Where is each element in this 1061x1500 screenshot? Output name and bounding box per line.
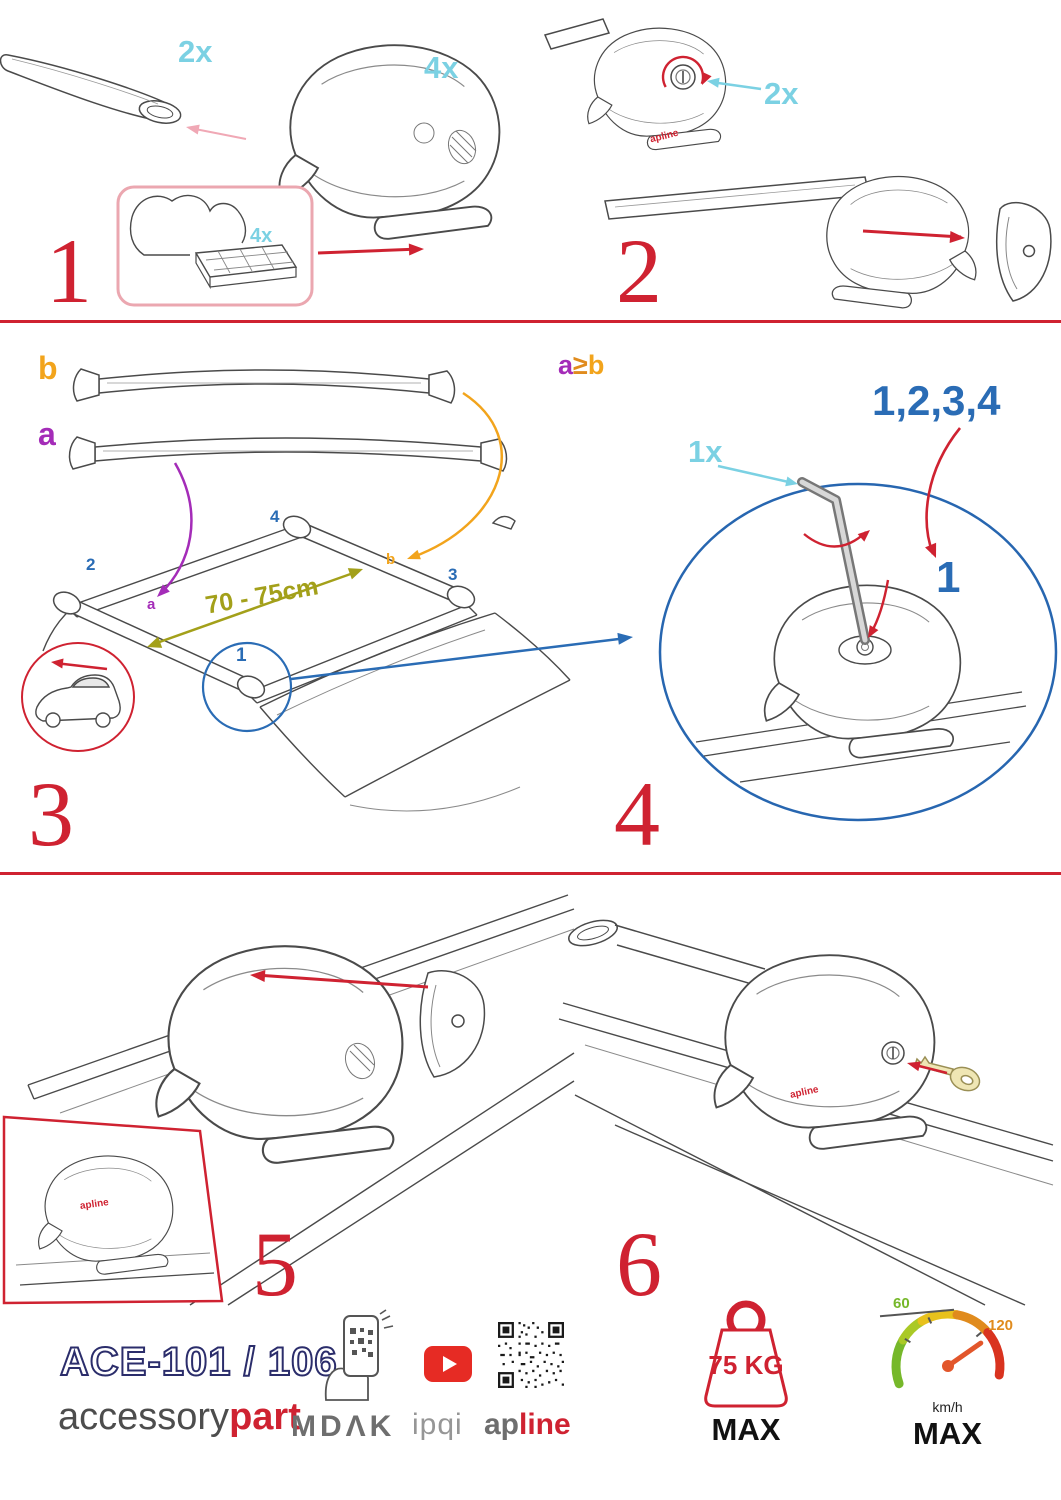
- step2-illustration: [543, 18, 1052, 309]
- red-rotate-arrow: [803, 530, 870, 548]
- crossbar-icon: [0, 54, 182, 124]
- weight-max-label: MAX: [711, 1412, 781, 1447]
- brand-wordmark: accessorypart: [58, 1398, 301, 1436]
- position-3: 3: [448, 565, 458, 584]
- cover-piece: [419, 970, 486, 1078]
- position-b: b: [386, 551, 396, 568]
- rule-b: b: [587, 350, 605, 380]
- bar-stub: [543, 18, 611, 50]
- apline-red: line: [519, 1408, 571, 1441]
- apline-logo: apline: [484, 1410, 571, 1440]
- speed-unit-label: km/h: [932, 1399, 963, 1415]
- qr-code-icon: [498, 1322, 564, 1388]
- red-arrow: [250, 970, 429, 989]
- blue-arrow: [290, 632, 633, 681]
- weight-limit: 75 KG: [708, 1350, 784, 1380]
- crossbar-icon: [604, 176, 870, 220]
- red-down-arrow: [868, 579, 890, 638]
- foot-icon: [587, 27, 727, 151]
- tighten-sequence: 1,2,3,4: [872, 377, 1001, 424]
- brand-gray: accessory: [58, 1396, 230, 1438]
- step4-key-qty: 1x: [688, 434, 723, 469]
- position-1: 1: [236, 645, 247, 666]
- car-direction-inset: [21, 642, 135, 752]
- section-divider: [0, 320, 1061, 323]
- sequence-first: 1: [936, 553, 961, 602]
- purple-arrow: [157, 462, 193, 597]
- speed-max-label: MAX: [913, 1416, 982, 1451]
- step3-illustration: [21, 368, 633, 812]
- model-number: ACE-101 / 106: [59, 1340, 338, 1384]
- step3-number: 3: [28, 763, 74, 865]
- position-4: 4: [270, 507, 280, 526]
- red-arrow: [862, 229, 965, 243]
- cyan-arrow: [707, 77, 762, 91]
- position-2: 2: [86, 555, 96, 574]
- crossbar-a: [68, 436, 508, 472]
- blue-highlight-circle: [201, 641, 293, 733]
- ipqi-logo: ipqi: [412, 1408, 463, 1441]
- position-a: a: [147, 596, 156, 613]
- bar-b-label: b: [38, 350, 58, 386]
- pink-arrow: [186, 124, 247, 140]
- speedometer-icon: [879, 1308, 1005, 1389]
- crossbar-end: [568, 919, 770, 990]
- rule-a: a: [558, 350, 574, 380]
- end-cap: [995, 201, 1052, 302]
- foot-texture: [344, 1042, 376, 1080]
- step4-illustration: [658, 427, 1058, 822]
- step2-number: 2: [616, 220, 662, 322]
- speed-min-label: 60: [893, 1295, 910, 1312]
- step1-foot-qty: 4x: [424, 50, 459, 85]
- speed-top-label: 120: [988, 1317, 1014, 1334]
- foot-texture: [413, 122, 477, 165]
- bar-a-label: a: [38, 416, 56, 452]
- red-arrow: [907, 1061, 948, 1075]
- step5-illustration: [2, 894, 575, 1306]
- foot-icon: [826, 175, 977, 309]
- phone-scan-icon: [324, 1309, 394, 1401]
- section-divider: [0, 872, 1061, 875]
- youtube-icon: [424, 1346, 472, 1382]
- weight-icon: [704, 1300, 788, 1408]
- apline-gray: ap: [484, 1408, 520, 1441]
- crossbar-b: [72, 368, 456, 404]
- step1-number: 1: [46, 220, 92, 322]
- step1-pad-qty: 4x: [250, 225, 273, 247]
- red-arrow: [317, 243, 424, 256]
- step1-bar-qty: 2x: [178, 34, 213, 69]
- mounted-rear-bar: [282, 515, 476, 609]
- cyan-arrow: [717, 464, 798, 487]
- step5-number: 5: [252, 1213, 298, 1315]
- distance-arrow: [147, 568, 363, 648]
- orange-arrow: [407, 391, 503, 560]
- lock-cylinder: [670, 64, 696, 90]
- rule-a-geq-b: a≥b: [558, 352, 604, 379]
- allen-key-icon: [797, 477, 870, 645]
- step4-number: 4: [614, 763, 660, 865]
- pad-inset: [116, 185, 314, 307]
- mdak-logo: MDΛK: [291, 1410, 396, 1443]
- rubber-pad: [194, 244, 298, 290]
- rule-op: ≥: [573, 350, 588, 380]
- red-rotate-arrow: [661, 55, 712, 88]
- step2-lock-qty: 2x: [764, 76, 799, 111]
- red-sequence-arrow: [925, 427, 962, 558]
- step6-illustration: [558, 919, 1054, 1306]
- step6-number: 6: [616, 1213, 662, 1315]
- lock-cylinder: [881, 1041, 905, 1065]
- step1-illustration: [0, 44, 501, 307]
- brand-red: part: [229, 1396, 301, 1438]
